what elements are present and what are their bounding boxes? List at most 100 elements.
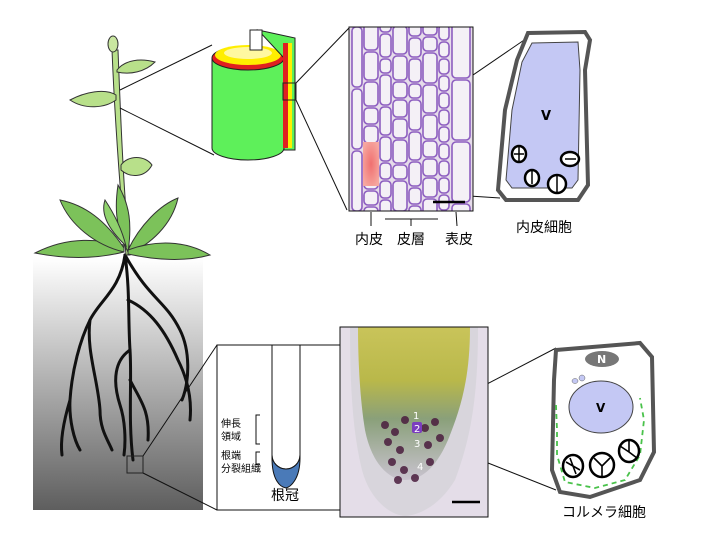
elongation-zone-label-2: 領域	[221, 430, 241, 443]
micrograph-cell	[392, 99, 408, 118]
vacuole-label: V	[541, 109, 551, 124]
amyloplast-stain	[400, 466, 408, 474]
plant-shoot	[33, 35, 212, 260]
micrograph-cell	[438, 160, 450, 177]
micrograph-cell	[363, 81, 379, 107]
amyloplast-stain	[391, 428, 399, 436]
elongation-zone-label-1: 伸長	[221, 418, 241, 430]
root-tip-highlight-box	[126, 455, 144, 474]
amyloplast-stain	[421, 424, 429, 432]
micrograph-cell	[363, 190, 379, 206]
micrograph-cell	[379, 58, 392, 74]
columella-cell-diagram: N V	[549, 340, 657, 500]
micrograph-cell	[392, 164, 408, 180]
micrograph-cell	[392, 55, 408, 81]
micrograph-cell	[351, 88, 363, 150]
tissue-label-ticks	[370, 211, 458, 227]
micrograph-cell	[363, 206, 379, 211]
micrograph-cell	[451, 27, 471, 79]
micrograph-cell	[422, 158, 438, 177]
micrograph-cell	[351, 27, 363, 88]
micrograph-cell	[408, 205, 422, 211]
amyloplast-stain	[381, 421, 389, 429]
amyloplast-stain	[388, 458, 396, 466]
micrograph-cell	[451, 79, 471, 141]
stem-micrograph	[348, 26, 474, 212]
amyloplast-stain	[401, 416, 409, 424]
vacuole-label: V	[596, 401, 606, 415]
micrograph-cell	[408, 83, 422, 99]
root-cap-shape	[271, 454, 301, 489]
amyloplast-stain	[431, 418, 439, 426]
micrograph-cell	[363, 125, 379, 144]
micrograph-cell	[392, 118, 408, 139]
root-tip-micrograph: 1 2 3 4	[339, 326, 489, 518]
micrograph-cell	[408, 99, 422, 131]
micrograph-cell	[351, 150, 363, 211]
micrograph-cell	[363, 51, 379, 81]
root-system	[60, 253, 192, 462]
micrograph-cell	[438, 126, 450, 143]
micrograph-cell	[408, 58, 422, 83]
micrograph-cell	[438, 92, 450, 109]
stem-cylinder	[211, 29, 297, 161]
micrograph-cell	[422, 84, 438, 114]
layer-1: 1	[413, 411, 419, 422]
micrograph-cell	[363, 107, 379, 125]
amyloplast-stain	[424, 441, 432, 449]
nucleus-label: N	[597, 353, 606, 366]
micrograph-cell	[379, 27, 392, 33]
micrograph-cell	[379, 162, 392, 180]
micrograph-cell	[422, 52, 438, 84]
cylinder-detail-box	[282, 82, 297, 101]
micrograph-cell	[451, 203, 471, 211]
amyloplast-stain	[436, 434, 444, 442]
micrograph-cell	[422, 177, 438, 198]
label-cortex: 皮層	[397, 232, 425, 248]
amyloplast-stain	[411, 474, 419, 482]
endodermis-cell-diagram: V	[495, 29, 593, 202]
micrograph-cell	[408, 187, 422, 205]
label-epidermis: 表皮	[445, 232, 473, 248]
layer-4: 4	[417, 462, 423, 473]
soil-background	[33, 258, 203, 510]
micrograph-cell	[422, 36, 438, 52]
amyloplast-stain	[396, 446, 404, 454]
micrograph-cell	[438, 177, 450, 194]
amyloplast-stain	[384, 438, 392, 446]
amyloplasts	[510, 144, 581, 195]
micrograph-cell	[408, 161, 422, 187]
micrograph-cell	[438, 143, 450, 160]
endoplasmic-reticulum	[555, 397, 645, 489]
endodermis-cell-title: 内皮細胞	[516, 220, 572, 236]
layer-2: 2	[414, 424, 420, 435]
micrograph-cell	[438, 75, 450, 92]
micrograph-cell	[438, 109, 450, 126]
layer-3: 3	[414, 439, 420, 450]
amyloplasts	[561, 438, 641, 479]
micrograph-cell	[363, 27, 379, 51]
micrograph-cell	[379, 74, 392, 106]
micrograph-cell	[451, 141, 471, 203]
root-zone-diagram: 伸長 領域 根端 分裂組織 根冠	[216, 344, 341, 511]
amyloplast-stain	[394, 476, 402, 484]
micrograph-cell	[438, 41, 450, 58]
meristem-label-2: 分裂組織	[221, 462, 261, 475]
micrograph-cell	[379, 136, 392, 162]
micrograph-cell	[379, 33, 392, 58]
micrograph-cell	[438, 27, 450, 41]
micrograph-cell	[422, 140, 438, 158]
micrograph-cell	[379, 199, 392, 211]
micrograph-cell	[379, 180, 392, 199]
micrograph-cell	[392, 139, 408, 164]
amyloplast-stain	[426, 458, 434, 466]
micrograph-cell	[392, 180, 408, 211]
micrograph-cell	[379, 106, 392, 136]
micrograph-cell	[392, 27, 408, 55]
micrograph-cell	[438, 58, 450, 75]
endodermis-cell-highlight	[363, 142, 379, 186]
micrograph-cell	[422, 114, 438, 140]
root-cap-label: 根冠	[271, 488, 299, 504]
micrograph-cell	[408, 131, 422, 161]
